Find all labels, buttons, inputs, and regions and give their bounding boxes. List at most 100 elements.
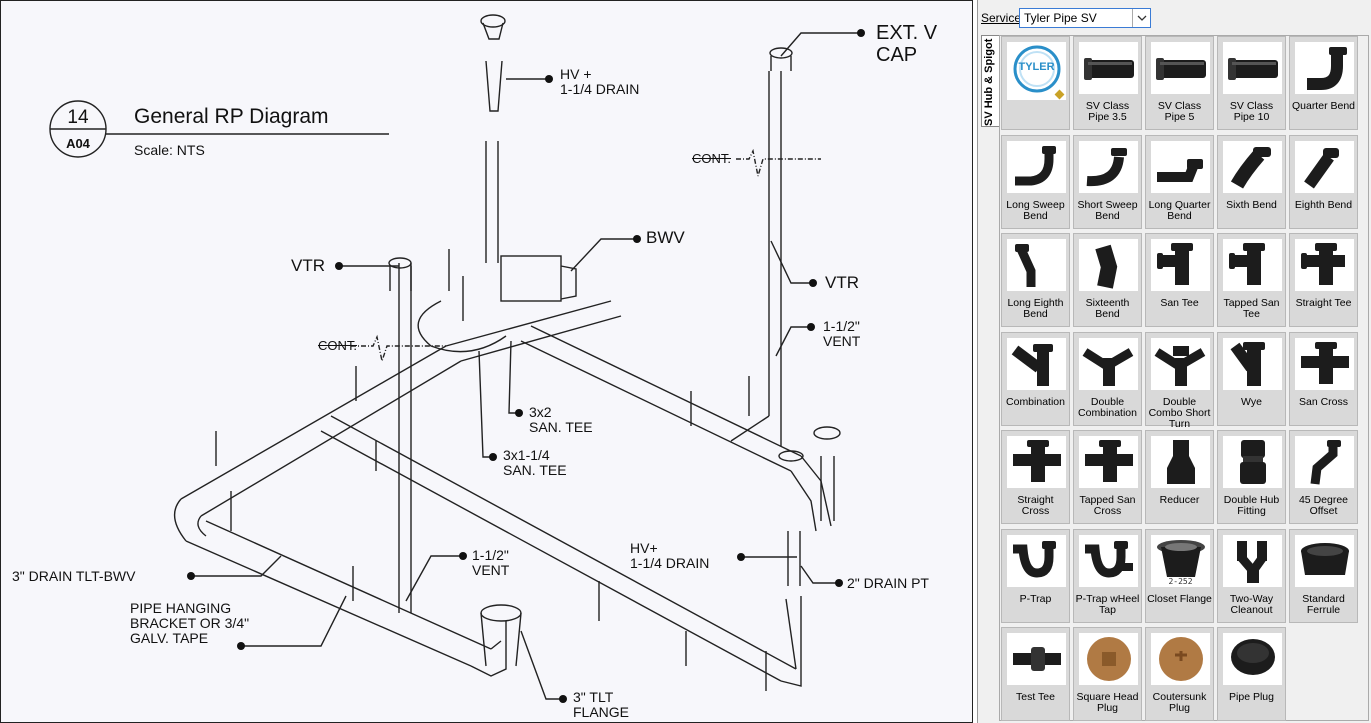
- palette-item[interactable]: Long Eighth Bend: [1001, 233, 1070, 327]
- fittings-grid: TYLER SV Class Pipe 3.5 SV Class Pipe 5 SV …: [999, 35, 1369, 721]
- palette-item[interactable]: Sixteenth Bend: [1073, 233, 1142, 327]
- short-sweep-bend-icon: [1079, 140, 1138, 193]
- callout-san-tee-3x2: 3x2 SAN. TEE: [529, 404, 593, 435]
- palette-item[interactable]: Two-Way Cleanout: [1217, 528, 1286, 623]
- palette-item-label: P-Trap: [1019, 592, 1052, 605]
- palette-item[interactable]: Straight Tee: [1289, 233, 1358, 327]
- palette-item-label: Pipe Plug: [1229, 691, 1274, 703]
- palette-item[interactable]: Sixth Bend: [1217, 134, 1286, 229]
- palette-item[interactable]: San Tee: [1145, 233, 1214, 327]
- palette-item[interactable]: San Cross: [1289, 331, 1358, 426]
- callout-cont-upper: CONT.: [692, 151, 731, 166]
- palette-item-label: Reducer: [1159, 494, 1200, 506]
- palette-item[interactable]: Long Sweep Bend: [1001, 134, 1070, 229]
- eighth-bend-icon: [1295, 140, 1354, 193]
- countersunk-plug-icon: [1151, 633, 1210, 685]
- offset-45-icon: [1295, 436, 1354, 488]
- palette-item-label: Tapped San Cross: [1079, 494, 1136, 517]
- palette-item[interactable]: SV Class Pipe 3.5: [1073, 36, 1142, 130]
- chevron-down-icon[interactable]: [1132, 9, 1150, 27]
- long-eighth-bend-icon: [1007, 239, 1066, 291]
- tyler-logo-icon: TYLER: [1007, 42, 1066, 100]
- palette-item[interactable]: Standard Ferrule: [1289, 528, 1358, 623]
- wye-icon: [1223, 337, 1282, 390]
- palette-item-label: Long Sweep Bend: [1006, 198, 1065, 222]
- drawing-title: General RP Diagram: [134, 105, 329, 128]
- palette-item[interactable]: Pipe Plug: [1217, 627, 1286, 721]
- palette-item[interactable]: SV Class Pipe 10: [1217, 36, 1286, 130]
- tab-label: SV Hub & Spigot: [983, 38, 995, 126]
- palette-item-label: Closet Flange: [1147, 592, 1212, 605]
- tapped-san-tee-icon: [1223, 239, 1282, 291]
- palette-item-label: Long Eighth Bend: [1007, 297, 1064, 320]
- piping-isometric-drawing: [49, 14, 865, 703]
- service-label: Service: [981, 11, 1022, 25]
- palette-item[interactable]: 45 Degree Offset: [1289, 430, 1358, 524]
- detail-number: 14: [67, 107, 89, 128]
- palette-item[interactable]: Double Combo Short Turn: [1145, 331, 1214, 429]
- double-combo-short-turn-icon: [1151, 337, 1210, 390]
- callout-bwv: BWV: [646, 228, 685, 247]
- palette-item-label: P-Trap wHeel Tap: [1075, 592, 1140, 616]
- palette-item[interactable]: Straight Cross: [1001, 430, 1070, 524]
- san-tee-icon: [1151, 239, 1210, 291]
- double-hub-fitting-icon: [1223, 436, 1282, 488]
- pipe-plug-icon: [1223, 633, 1282, 685]
- straight-tee-icon: [1295, 239, 1354, 291]
- straight-cross-icon: [1007, 436, 1066, 488]
- palette-item[interactable]: Wye: [1217, 331, 1286, 426]
- straight-pipe-icon: [1223, 42, 1282, 94]
- callout-pipe-hanging: PIPE HANGING BRACKET OR 3/4" GALV. TAPE: [130, 600, 250, 646]
- palette-item[interactable]: SV Class Pipe 5: [1145, 36, 1214, 130]
- palette-item[interactable]: Tapped San Cross: [1073, 430, 1142, 524]
- palette-item-label: Quarter Bend: [1291, 100, 1356, 112]
- logo-text: TYLER: [1018, 61, 1055, 73]
- closet-flange-icon: 2-252: [1151, 534, 1210, 587]
- palette-item-label: Short Sweep Bend: [1077, 198, 1138, 222]
- callout-vent-bottom: 1-1/2" VENT: [472, 547, 510, 578]
- palette-item[interactable]: Square Head Plug: [1073, 627, 1142, 721]
- palette-item-label: SV Class Pipe 5: [1157, 100, 1202, 123]
- fittings-palette: Service Tyler Pipe SV SV Hub & Spigot TY…: [977, 0, 1371, 723]
- palette-item[interactable]: Coutersunk Plug: [1145, 627, 1214, 721]
- palette-item[interactable]: Double Hub Fitting: [1217, 430, 1286, 524]
- palette-item-label: San Cross: [1298, 395, 1349, 408]
- palette-item-label: SV Class Pipe 3.5: [1085, 100, 1130, 123]
- palette-item[interactable]: P-Trap: [1001, 528, 1070, 623]
- long-sweep-bend-icon: [1007, 140, 1066, 193]
- palette-item-label: Combination: [1006, 395, 1065, 408]
- palette-item-label: Double Hub Fitting: [1223, 494, 1280, 517]
- palette-item[interactable]: Tapped San Tee: [1217, 233, 1286, 327]
- drawing-scale: Scale: NTS: [134, 142, 205, 158]
- double-combination-icon: [1079, 337, 1138, 390]
- palette-item[interactable]: Test Tee: [1001, 627, 1070, 721]
- palette-item-label: Test Tee: [1016, 691, 1055, 703]
- callout-drain-tlt-bwv: 3" DRAIN TLT-BWV: [12, 568, 136, 584]
- straight-pipe-icon: [1079, 42, 1138, 94]
- tab-sv-hub-spigot[interactable]: SV Hub & Spigot: [981, 35, 999, 127]
- palette-item-label: Double Combo Short Turn: [1148, 395, 1211, 430]
- callout-san-tee-3x1-1-4: 3x1-1/4 SAN. TEE: [503, 447, 567, 478]
- callout-vent-right: 1-1/2" VENT: [823, 318, 861, 349]
- palette-item-label: Double Combination: [1078, 395, 1137, 419]
- callout-vtr-right: VTR: [825, 273, 859, 292]
- palette-item[interactable]: Reducer: [1145, 430, 1214, 524]
- palette-item[interactable]: Eighth Bend: [1289, 134, 1358, 229]
- palette-item[interactable]: P-Trap wHeel Tap: [1073, 528, 1142, 623]
- palette-item[interactable]: Combination: [1001, 331, 1070, 426]
- palette-item-tyler-logo[interactable]: TYLER: [1001, 36, 1070, 130]
- palette-item[interactable]: Long Quarter Bend: [1145, 134, 1214, 229]
- quarter-bend-icon: [1295, 42, 1354, 94]
- callout-vtr-left: VTR: [291, 256, 325, 275]
- riser-diagram-panel: 14 A04 General RP Diagram Scale: NTS EXT…: [0, 0, 973, 723]
- reducer-icon: [1151, 436, 1210, 488]
- palette-item[interactable]: Quarter Bend: [1289, 36, 1358, 130]
- palette-item-label: Sixteenth Bend: [1085, 297, 1130, 320]
- san-cross-icon: [1295, 337, 1354, 390]
- palette-item-label: Eighth Bend: [1294, 198, 1353, 211]
- palette-item[interactable]: Double Combination: [1073, 331, 1142, 426]
- p-trap-icon: [1007, 534, 1066, 587]
- palette-item[interactable]: Short Sweep Bend: [1073, 134, 1142, 229]
- service-dropdown[interactable]: Tyler Pipe SV: [1019, 8, 1151, 28]
